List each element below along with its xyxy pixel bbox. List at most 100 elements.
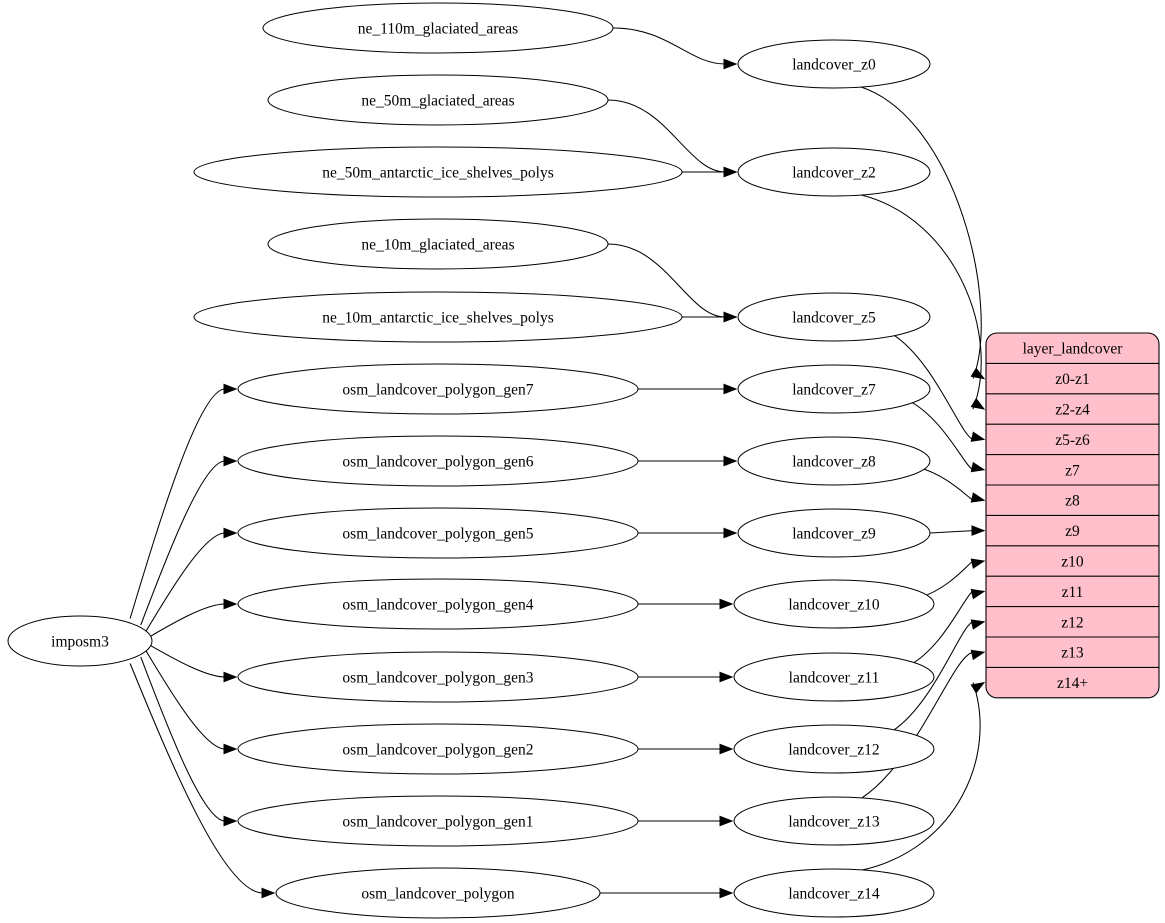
node-ellipse-ne_50m_antarctic_ice_shelves_polys[interactable] [193, 146, 683, 198]
node-ellipse-osm_landcover_polygon_gen1[interactable] [237, 795, 639, 847]
node-ellipse-landcover_z5[interactable] [737, 292, 931, 342]
node-ellipse-osm_landcover_polygon_gen7[interactable] [237, 363, 639, 415]
edge-imposm3-to-osm_landcover_polygon_gen1-arrowhead [223, 815, 238, 827]
edge-imposm3-to-osm_landcover_polygon_gen5-arrowhead [223, 527, 238, 539]
node-osm_landcover_polygon_gen7[interactable]: osm_landcover_polygon_gen7 [237, 363, 639, 415]
node-osm_landcover_polygon_gen6[interactable]: osm_landcover_polygon_gen6 [237, 435, 639, 487]
edge-landcover_z9-to-row-z9 [929, 530, 974, 534]
node-landcover_z11[interactable]: landcover_z11 [733, 652, 935, 702]
node-ellipse-ne_50m_glaciated_areas[interactable] [267, 74, 609, 126]
edge-imposm3-to-osm_landcover_polygon_gen6-arrowhead [223, 455, 238, 467]
edge-ne_10m_glaciated_areas-to-landcover_z5 [607, 243, 726, 318]
node-ne_110m_glaciated_areas[interactable]: ne_110m_glaciated_areas [262, 2, 614, 54]
node-osm_landcover_polygon_gen3[interactable]: osm_landcover_polygon_gen3 [237, 651, 639, 703]
edge-landcover_z0-to-row-z0-z1-arrowhead [970, 367, 986, 380]
edge-imposm3-to-osm_landcover_polygon_gen2 [145, 650, 226, 750]
edge-landcover_z11-to-row-z11-arrowhead [970, 588, 986, 600]
edge-ne_50m_antarctic_ice_shelves_polys-to-landcover_z2-arrowhead [723, 166, 738, 178]
edge-osm_landcover_polygon_gen6-to-landcover_z8-arrowhead [723, 455, 738, 467]
node-ellipse-landcover_z0[interactable] [737, 39, 931, 89]
node-osm_landcover_polygon_gen2[interactable]: osm_landcover_polygon_gen2 [237, 723, 639, 775]
edge-landcover_z12-to-row-z12 [892, 621, 974, 732]
edge-landcover_z9-to-row-z9-arrowhead [971, 525, 986, 536]
node-ellipse-landcover_z13[interactable] [733, 796, 935, 846]
edge-imposm3-to-osm_landcover_polygon_gen2-arrowhead [223, 743, 238, 755]
edge-imposm3-to-osm_landcover_polygon_gen6 [140, 460, 226, 626]
node-ne_10m_antarctic_ice_shelves_polys[interactable]: ne_10m_antarctic_ice_shelves_polys [193, 291, 683, 343]
node-ellipse-landcover_z7[interactable] [737, 364, 931, 414]
node-ellipse-imposm3[interactable] [7, 615, 153, 667]
edge-landcover_z8-to-row-z8-arrowhead [970, 492, 986, 503]
edge-landcover_z13-to-row-z13-arrowhead [970, 649, 986, 661]
node-landcover_z5[interactable]: landcover_z5 [737, 292, 931, 342]
node-ellipse-landcover_z10[interactable] [733, 579, 935, 629]
edge-osm_landcover_polygon_gen7-to-landcover_z7-arrowhead [723, 383, 738, 395]
edge-imposm3-to-osm_landcover_polygon_gen3 [147, 643, 226, 678]
node-landcover_z8[interactable]: landcover_z8 [737, 436, 931, 486]
node-osm_landcover_polygon_gen5[interactable]: osm_landcover_polygon_gen5 [237, 507, 639, 559]
node-landcover_z9[interactable]: landcover_z9 [737, 508, 931, 558]
node-landcover_z13[interactable]: landcover_z13 [733, 796, 935, 846]
node-ne_10m_glaciated_areas[interactable]: ne_10m_glaciated_areas [267, 218, 609, 270]
layer-landcover-table: layer_landcoverz0-z1z2-z4z5-z6z7z8z9z10z… [985, 332, 1160, 699]
edge-landcover_z7-to-row-z7 [908, 399, 974, 471]
edge-osm_landcover_polygon-to-landcover_z14-arrowhead [719, 887, 734, 899]
edge-landcover_z7-to-row-z7-arrowhead [970, 461, 986, 473]
edge-imposm3-to-osm_landcover_polygon [129, 663, 264, 894]
node-osm_landcover_polygon[interactable]: osm_landcover_polygon [275, 867, 601, 919]
node-landcover_z14[interactable]: landcover_z14 [733, 868, 935, 918]
edge-landcover_z13-to-row-z13 [861, 651, 974, 799]
node-ellipse-osm_landcover_polygon_gen2[interactable] [237, 723, 639, 775]
node-ellipse-osm_landcover_polygon_gen4[interactable] [237, 578, 639, 630]
edge-osm_landcover_polygon_gen2-to-landcover_z12-arrowhead [719, 743, 734, 755]
node-ellipse-osm_landcover_polygon_gen6[interactable] [237, 435, 639, 487]
edge-imposm3-to-osm_landcover_polygon_gen7-arrowhead [223, 383, 238, 395]
edge-imposm3-to-osm_landcover_polygon-arrowhead [261, 887, 276, 899]
edges-layer [129, 27, 986, 899]
edge-imposm3-to-osm_landcover_polygon_gen4 [147, 603, 226, 639]
node-landcover_z0[interactable]: landcover_z0 [737, 39, 931, 89]
node-ellipse-landcover_z14[interactable] [733, 868, 935, 918]
edge-osm_landcover_polygon_gen1-to-landcover_z13-arrowhead [719, 815, 734, 827]
node-ne_50m_antarctic_ice_shelves_polys[interactable]: ne_50m_antarctic_ice_shelves_polys [193, 146, 683, 198]
edge-imposm3-to-osm_landcover_polygon_gen4-arrowhead [223, 598, 238, 610]
edge-landcover_z12-to-row-z12-arrowhead [970, 619, 986, 630]
node-osm_landcover_polygon_gen1[interactable]: osm_landcover_polygon_gen1 [237, 795, 639, 847]
node-ne_50m_glaciated_areas[interactable]: ne_50m_glaciated_areas [267, 74, 609, 126]
edge-ne_110m_glaciated_areas-to-landcover_z0 [612, 27, 726, 65]
node-ellipse-ne_10m_glaciated_areas[interactable] [267, 218, 609, 270]
edge-osm_landcover_polygon_gen3-to-landcover_z11-arrowhead [719, 671, 734, 683]
node-landcover_z2[interactable]: landcover_z2 [737, 147, 931, 197]
node-ellipse-landcover_z9[interactable] [737, 508, 931, 558]
edge-ne_10m_antarctic_ice_shelves_polys-to-landcover_z5-arrowhead [723, 311, 738, 323]
edge-landcover_z10-to-row-z10 [918, 560, 974, 599]
edge-osm_landcover_polygon_gen4-to-landcover_z10-arrowhead [719, 598, 734, 610]
edge-landcover_z14-to-row-z14+-arrowhead [970, 681, 986, 694]
node-landcover_z12[interactable]: landcover_z12 [733, 724, 935, 774]
node-ellipse-landcover_z11[interactable] [733, 652, 935, 702]
node-ellipse-landcover_z12[interactable] [733, 724, 935, 774]
edge-ne_110m_glaciated_areas-to-landcover_z0-arrowhead [723, 58, 738, 70]
node-osm_landcover_polygon_gen4[interactable]: osm_landcover_polygon_gen4 [237, 578, 639, 630]
node-imposm3[interactable]: imposm3 [7, 615, 153, 667]
node-ellipse-landcover_z2[interactable] [737, 147, 931, 197]
edge-landcover_z5-to-row-z5-z6 [892, 333, 974, 440]
node-ellipse-osm_landcover_polygon[interactable] [275, 867, 601, 919]
node-landcover_z10[interactable]: landcover_z10 [733, 579, 935, 629]
node-landcover_z7[interactable]: landcover_z7 [737, 364, 931, 414]
node-ellipse-landcover_z8[interactable] [737, 436, 931, 486]
edge-landcover_z2-to-row-z2-z4-arrowhead [970, 397, 986, 410]
node-ellipse-osm_landcover_polygon_gen5[interactable] [237, 507, 639, 559]
edge-osm_landcover_polygon_gen5-to-landcover_z9-arrowhead [723, 527, 738, 539]
edge-imposm3-to-osm_landcover_polygon_gen5 [145, 532, 226, 632]
node-ellipse-osm_landcover_polygon_gen3[interactable] [237, 651, 639, 703]
edge-landcover_z14-to-row-z14+ [861, 682, 981, 871]
edge-landcover_z11-to-row-z11 [909, 590, 974, 666]
node-ellipse-ne_110m_glaciated_areas[interactable] [262, 2, 614, 54]
edge-landcover_z10-to-row-z10-arrowhead [970, 558, 986, 569]
edge-imposm3-to-osm_landcover_polygon_gen7 [129, 388, 226, 619]
edge-imposm3-to-osm_landcover_polygon_gen1 [140, 656, 226, 822]
node-ellipse-ne_10m_antarctic_ice_shelves_polys[interactable] [193, 291, 683, 343]
